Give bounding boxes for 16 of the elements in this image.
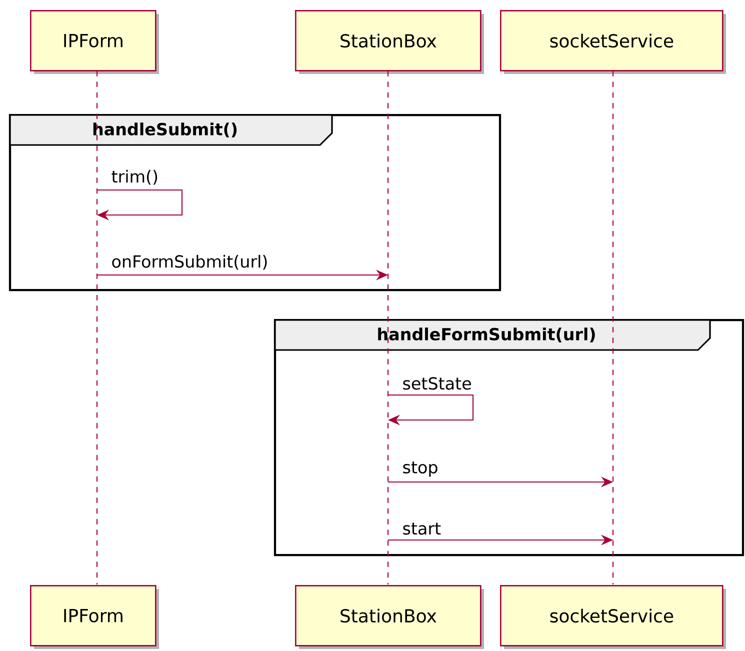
participant-box: StationBox	[295, 10, 484, 74]
self-message-arrow	[97, 189, 183, 220]
participant-box: socketService	[500, 10, 726, 74]
self-message-arrow	[388, 394, 474, 426]
participant-box: socketService	[500, 585, 726, 649]
lifeline	[387, 71, 389, 585]
participant-box: IPForm	[30, 10, 159, 74]
edge-label: start	[403, 522, 441, 535]
edge-label: trim()	[112, 170, 158, 185]
edge-label: onFormSubmit(url)	[112, 254, 267, 270]
lifeline	[96, 71, 98, 585]
participant-box: IPForm	[30, 585, 159, 649]
lifeline	[612, 71, 614, 585]
edge-label: setState	[403, 377, 471, 390]
edge-label: stop	[403, 462, 438, 477]
participant-box: StationBox	[295, 585, 484, 649]
